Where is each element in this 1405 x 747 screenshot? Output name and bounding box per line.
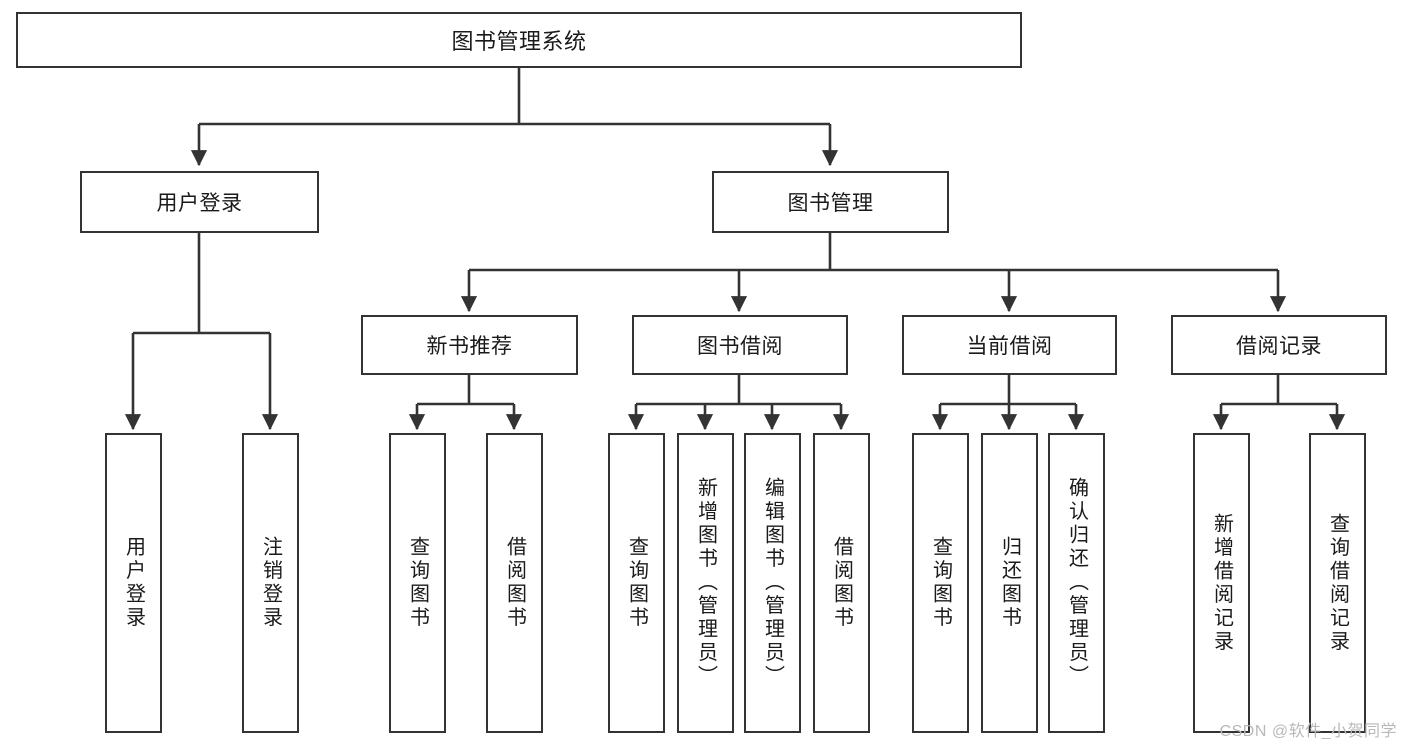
node-current-borrow[interactable]: 当前借阅 [902, 315, 1117, 375]
leaf-label: 借阅图书 [830, 536, 853, 630]
leaf-label: 查询图书 [625, 536, 648, 630]
leaf-label: 查询图书 [406, 536, 429, 630]
node-user-login[interactable]: 用户登录 [80, 171, 319, 233]
leaf-node-edit-book-admin[interactable]: 编辑图书（管理员） [744, 433, 801, 733]
leaf-node-user-login[interactable]: 用户登录 [105, 433, 162, 733]
leaf-label: 查询图书 [929, 536, 952, 630]
node-book-management[interactable]: 图书管理 [712, 171, 949, 233]
leaf-label: 用户登录 [122, 536, 145, 630]
leaf-node-confirm-return-admin[interactable]: 确认归还（管理员） [1048, 433, 1105, 733]
node-book-borrow[interactable]: 图书借阅 [632, 315, 848, 375]
leaf-node-query-book-borrow[interactable]: 查询图书 [608, 433, 665, 733]
leaf-node-logout[interactable]: 注销登录 [242, 433, 299, 733]
leaf-label: 注销登录 [259, 536, 282, 630]
leaf-node-query-borrow-record[interactable]: 查询借阅记录 [1309, 433, 1366, 733]
leaf-node-query-book-newbook[interactable]: 查询图书 [389, 433, 446, 733]
leaf-node-add-book-admin[interactable]: 新增图书（管理员） [677, 433, 734, 733]
leaf-label: 确认归还（管理员） [1065, 477, 1088, 689]
leaf-node-return-book[interactable]: 归还图书 [981, 433, 1038, 733]
leaf-label: 新增借阅记录 [1210, 512, 1233, 654]
leaf-node-borrow-book[interactable]: 借阅图书 [813, 433, 870, 733]
node-new-book-recommend[interactable]: 新书推荐 [361, 315, 578, 375]
leaf-label: 查询借阅记录 [1326, 512, 1349, 654]
leaf-node-borrow-book-newbook[interactable]: 借阅图书 [486, 433, 543, 733]
leaf-label: 编辑图书（管理员） [761, 477, 784, 689]
leaf-node-query-book-current[interactable]: 查询图书 [912, 433, 969, 733]
node-root-system[interactable]: 图书管理系统 [16, 12, 1022, 68]
leaf-label: 新增图书（管理员） [694, 477, 717, 689]
watermark-text: CSDN @软件_小贺同学 [1219, 723, 1397, 740]
leaf-label: 借阅图书 [503, 536, 526, 630]
node-borrow-record[interactable]: 借阅记录 [1171, 315, 1387, 375]
leaf-node-add-borrow-record[interactable]: 新增借阅记录 [1193, 433, 1250, 733]
leaf-label: 归还图书 [998, 536, 1021, 630]
